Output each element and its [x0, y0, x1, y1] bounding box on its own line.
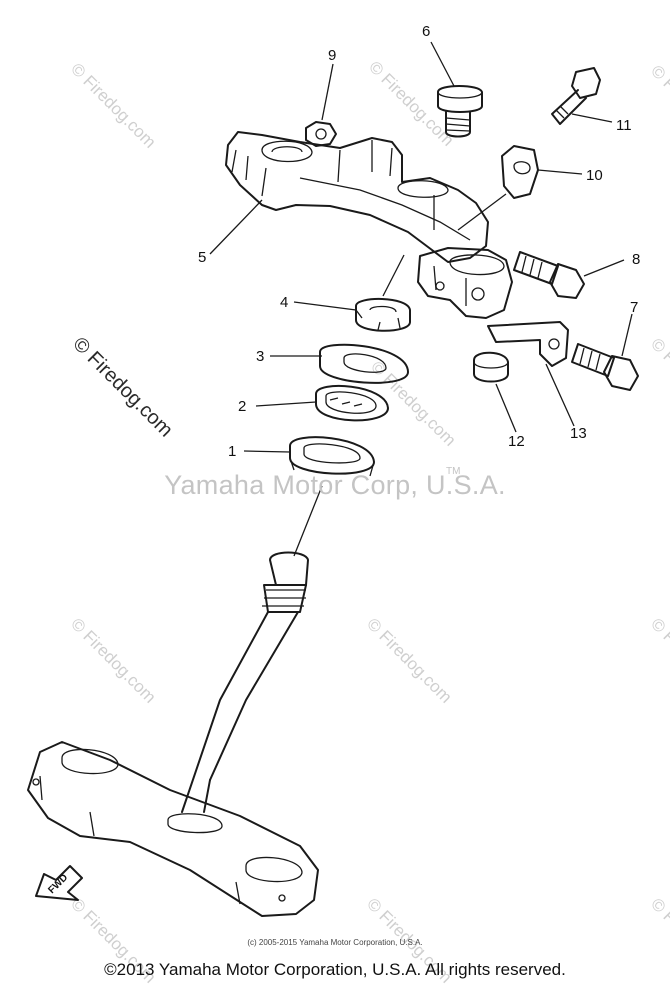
ring-nut: [355, 297, 411, 332]
watermark-text: © Firedog.com: [363, 614, 455, 706]
watermark-text: © Firedog.com: [67, 59, 159, 151]
callout-1: 1: [228, 443, 236, 460]
stem-bolt: [437, 85, 483, 138]
callout-4: 4: [280, 294, 288, 311]
callout-5: 5: [198, 249, 206, 266]
cable-bracket: [487, 321, 569, 367]
callout-7: 7: [630, 299, 638, 316]
callout-13: 13: [570, 425, 587, 442]
clamp-bolt-upper: [551, 67, 601, 125]
dust-seal: [319, 343, 409, 384]
watermark-text: © Firedog.com: [647, 61, 670, 153]
brand-watermark: Yamaha Motor Corp, U.S.A.: [164, 470, 506, 500]
callout-8: 8: [632, 251, 640, 268]
pinch-bolt: [513, 251, 585, 299]
steering-stem: [27, 551, 319, 917]
watermark-text: © Firedog.com: [647, 334, 670, 426]
lower-bearing: [289, 436, 375, 477]
callout-3: 3: [256, 348, 264, 365]
trademark-mark: TM: [446, 466, 461, 477]
mounting-bolt: [571, 343, 639, 391]
callout-numbers: 1 2 3 4 5 6 7 8 9 10 11 12 13: [198, 23, 640, 460]
copyright-small: (c) 2005-2015 Yamaha Motor Corporation, …: [247, 938, 423, 947]
callout-6: 6: [422, 23, 430, 40]
watermark-text: © Firedog.com: [67, 614, 159, 706]
copyright-main: ©2013 Yamaha Motor Corporation, U.S.A. A…: [104, 960, 566, 979]
handlebar-holder: [501, 145, 539, 199]
watermark-group: © Firedog.com © Firedog.com © Firedog.co…: [67, 57, 670, 986]
callout-2: 2: [238, 398, 246, 415]
leader-lines: [209, 41, 633, 557]
callout-12: 12: [508, 433, 525, 450]
watermark-text: © Firedog.com: [365, 57, 457, 149]
upper-bracket: [225, 131, 513, 319]
small-nut: [305, 121, 337, 147]
upper-bearing: [315, 384, 389, 422]
watermark-text-dark: © Firedog.com: [68, 333, 177, 442]
callout-11: 11: [616, 117, 632, 134]
fwd-arrow: FWD: [35, 865, 83, 901]
callout-9: 9: [328, 47, 336, 64]
callout-10: 10: [586, 167, 603, 184]
watermark-text: © Firedog.com: [647, 614, 670, 706]
fwd-label: FWD: [46, 872, 70, 896]
grommet: [473, 351, 509, 383]
